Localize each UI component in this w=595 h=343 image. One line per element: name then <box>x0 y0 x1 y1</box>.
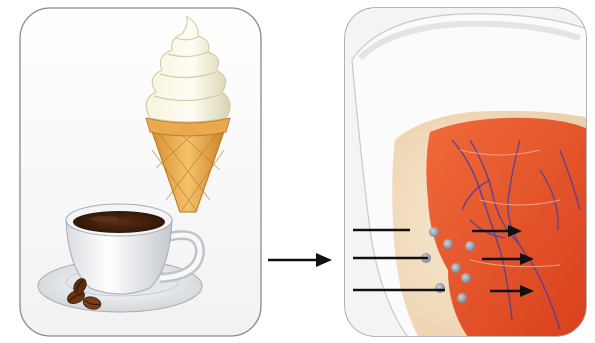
right-panel <box>345 8 590 340</box>
left-panel <box>20 8 261 336</box>
right-arrow-icon <box>268 253 332 267</box>
tooth-icon <box>345 8 590 340</box>
